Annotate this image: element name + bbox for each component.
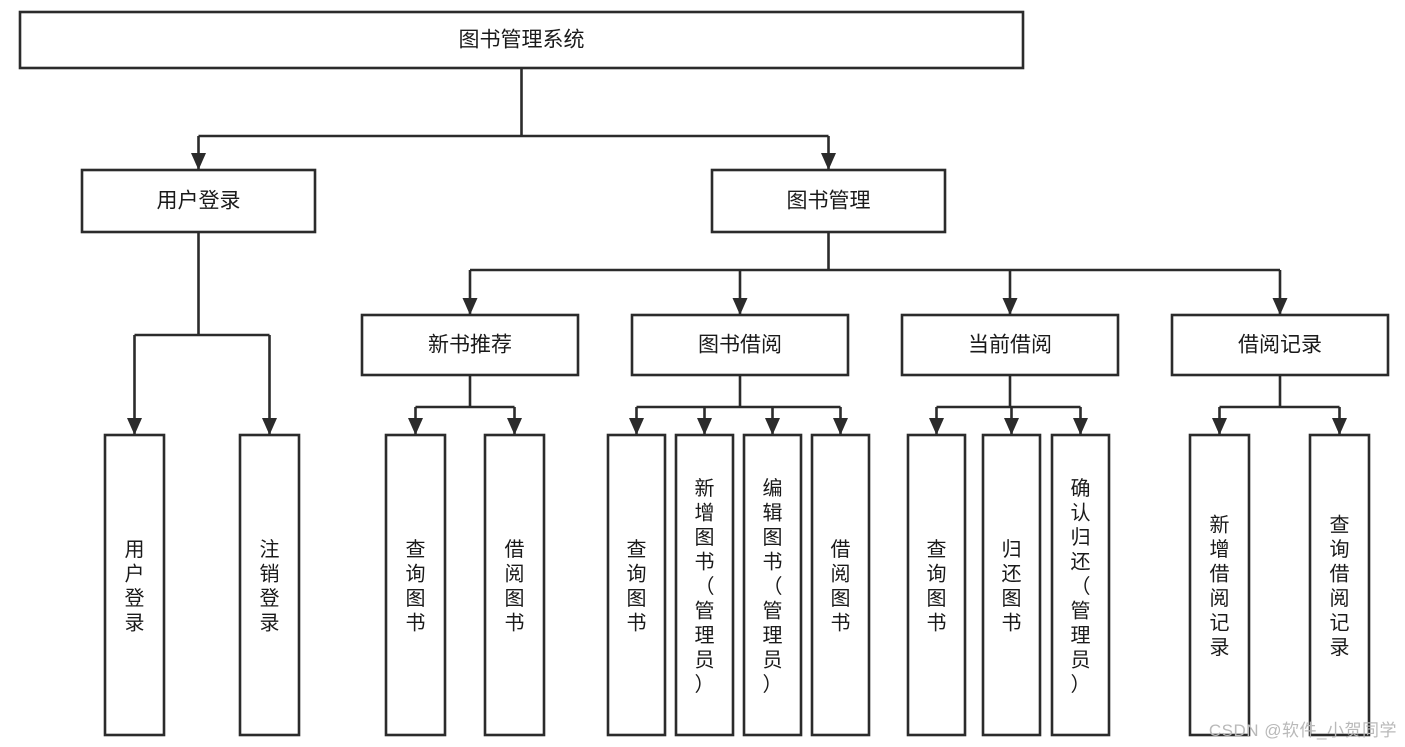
node-leaf-2[interactable]: 查询图书 — [384, 433, 447, 737]
node-label: 归还图书 — [1002, 538, 1022, 635]
node-box — [1308, 433, 1371, 737]
arrowhead-icon — [1212, 418, 1227, 435]
node-label: 新增借阅记录 — [1210, 514, 1230, 660]
node-label: 新增图书（管理员） — [695, 477, 715, 696]
node-leaf-8[interactable]: 查询图书 — [906, 433, 967, 737]
node-level3-2[interactable]: 当前借阅 — [900, 313, 1120, 377]
node-level3-1[interactable]: 图书借阅 — [630, 313, 850, 377]
arrowhead-icon — [1004, 418, 1019, 435]
node-label: 确认归还（管理员） — [1071, 477, 1091, 696]
node-label: 借阅图书 — [505, 538, 525, 635]
node-label: 注销登录 — [260, 538, 280, 635]
node-label: 图书管理 — [787, 190, 871, 213]
node-box — [710, 168, 947, 234]
arrowhead-icon — [629, 418, 644, 435]
arrowhead-icon — [821, 153, 836, 170]
node-root-0[interactable]: 图书管理系统 — [18, 10, 1025, 70]
node-leaf-12[interactable]: 查询借阅记录 — [1308, 433, 1371, 737]
csdn-watermark: CSDN @软件_小贺同学 — [1208, 721, 1397, 740]
node-box — [18, 10, 1025, 70]
node-leaf-4[interactable]: 查询图书 — [606, 433, 667, 737]
node-level3-0[interactable]: 新书推荐 — [360, 313, 580, 377]
node-label: 图书管理系统 — [459, 29, 585, 52]
node-label: 图书借阅 — [698, 334, 782, 357]
node-leaf-10[interactable]: 确认归还（管理员） — [1050, 433, 1111, 737]
node-label: 查询图书 — [627, 538, 647, 635]
arrowhead-icon — [1073, 418, 1088, 435]
arrowhead-icon — [191, 153, 206, 170]
node-box — [606, 433, 667, 737]
node-level2-1[interactable]: 图书管理 — [710, 168, 947, 234]
node-box — [674, 433, 735, 737]
node-box — [906, 433, 967, 737]
arrowhead-icon — [1332, 418, 1347, 435]
node-label: 当前借阅 — [968, 334, 1052, 357]
node-box — [1050, 433, 1111, 737]
node-leaf-1[interactable]: 注销登录 — [238, 433, 301, 737]
node-box — [900, 313, 1120, 377]
node-label: 查询图书 — [406, 538, 426, 635]
node-label: 借阅记录 — [1238, 334, 1322, 357]
arrowhead-icon — [462, 298, 478, 315]
arrowhead-icon — [507, 418, 522, 435]
node-label: 编辑图书（管理员） — [763, 477, 783, 696]
node-label: 用户登录 — [125, 539, 145, 635]
node-leaf-11[interactable]: 新增借阅记录 — [1188, 433, 1251, 737]
arrowhead-icon — [697, 418, 712, 435]
arrowhead-icon — [833, 418, 848, 435]
node-box — [360, 313, 580, 377]
node-box — [483, 433, 546, 737]
node-label: 查询借阅记录 — [1330, 514, 1350, 660]
arrowhead-icon — [1002, 298, 1018, 315]
node-box — [384, 433, 447, 737]
node-box — [103, 433, 166, 737]
node-level2-0[interactable]: 用户登录 — [80, 168, 317, 234]
connectors-layer — [127, 68, 1347, 435]
node-label: 新书推荐 — [428, 334, 512, 357]
arrowhead-icon — [262, 418, 277, 435]
node-leaf-0[interactable]: 用户登录 — [103, 433, 166, 737]
node-leaf-5[interactable]: 新增图书（管理员） — [674, 433, 735, 737]
node-leaf-3[interactable]: 借阅图书 — [483, 433, 546, 737]
arrowhead-icon — [765, 418, 780, 435]
node-box — [238, 433, 301, 737]
node-leaf-6[interactable]: 编辑图书（管理员） — [742, 433, 803, 737]
node-box — [630, 313, 850, 377]
node-box — [981, 433, 1042, 737]
nodes-layer: 图书管理系统用户登录图书管理新书推荐图书借阅当前借阅借阅记录用户登录注销登录查询… — [18, 10, 1390, 737]
node-level3-3[interactable]: 借阅记录 — [1170, 313, 1390, 377]
arrowhead-icon — [127, 418, 142, 435]
node-box — [1170, 313, 1390, 377]
arrowhead-icon — [1272, 298, 1288, 315]
arrowhead-icon — [732, 298, 748, 315]
node-leaf-9[interactable]: 归还图书 — [981, 433, 1042, 737]
node-label: 借阅图书 — [831, 538, 851, 635]
node-box — [1188, 433, 1251, 737]
node-label: 用户登录 — [157, 190, 241, 213]
node-box — [80, 168, 317, 234]
arrowhead-icon — [408, 418, 423, 435]
node-leaf-7[interactable]: 借阅图书 — [810, 433, 871, 737]
node-box — [810, 433, 871, 737]
arrowhead-icon — [929, 418, 944, 435]
node-label: 查询图书 — [927, 538, 947, 635]
node-box — [742, 433, 803, 737]
